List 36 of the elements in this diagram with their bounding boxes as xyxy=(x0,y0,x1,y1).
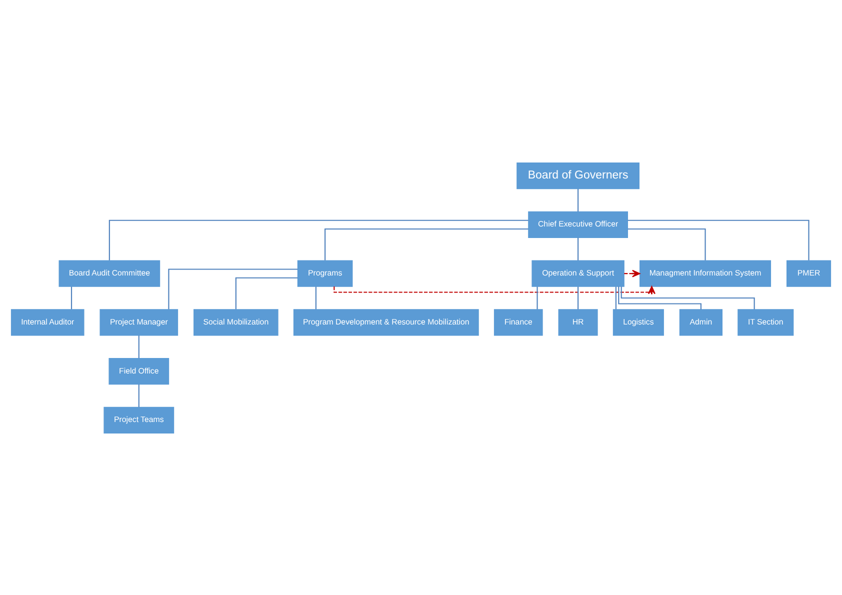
connector xyxy=(70,286,72,309)
node-box: IT Section xyxy=(738,308,794,336)
node-box: Operation & Support xyxy=(532,260,624,286)
arrow xyxy=(334,286,656,294)
node-box: Field Office xyxy=(108,358,170,384)
node-box: Program Development & Resource Mobilization xyxy=(293,308,479,336)
node-box: Admin xyxy=(679,308,723,336)
connector xyxy=(578,188,579,212)
connector xyxy=(578,286,579,309)
connector xyxy=(615,286,616,309)
node-box: Board Audit Committee xyxy=(58,260,160,286)
connector xyxy=(108,219,528,260)
node-box: Programs xyxy=(297,260,353,286)
node-box: Finance xyxy=(494,308,543,336)
connector xyxy=(235,276,298,309)
node-box: Logistics xyxy=(612,308,664,336)
connector xyxy=(578,237,579,260)
connector xyxy=(138,335,140,358)
node-box: PMER xyxy=(786,260,832,286)
node-box: Project Manager xyxy=(100,308,178,336)
connector xyxy=(324,228,528,260)
arrow xyxy=(624,269,640,277)
connector xyxy=(628,219,810,260)
connector xyxy=(618,286,702,309)
node-box: HR xyxy=(558,308,598,336)
connector xyxy=(628,228,706,260)
node-box: Social Mobilization xyxy=(194,308,278,336)
node-box: Managment Information System xyxy=(640,260,772,286)
connector xyxy=(315,286,316,309)
node-box: Project Teams xyxy=(104,406,174,433)
connector xyxy=(536,286,538,309)
connector xyxy=(138,384,140,407)
node-box: Chief Executive Officer xyxy=(528,210,628,238)
connector xyxy=(168,268,298,309)
node-box: Board of Governers xyxy=(516,162,640,189)
node-box: Internal Auditor xyxy=(10,308,84,336)
